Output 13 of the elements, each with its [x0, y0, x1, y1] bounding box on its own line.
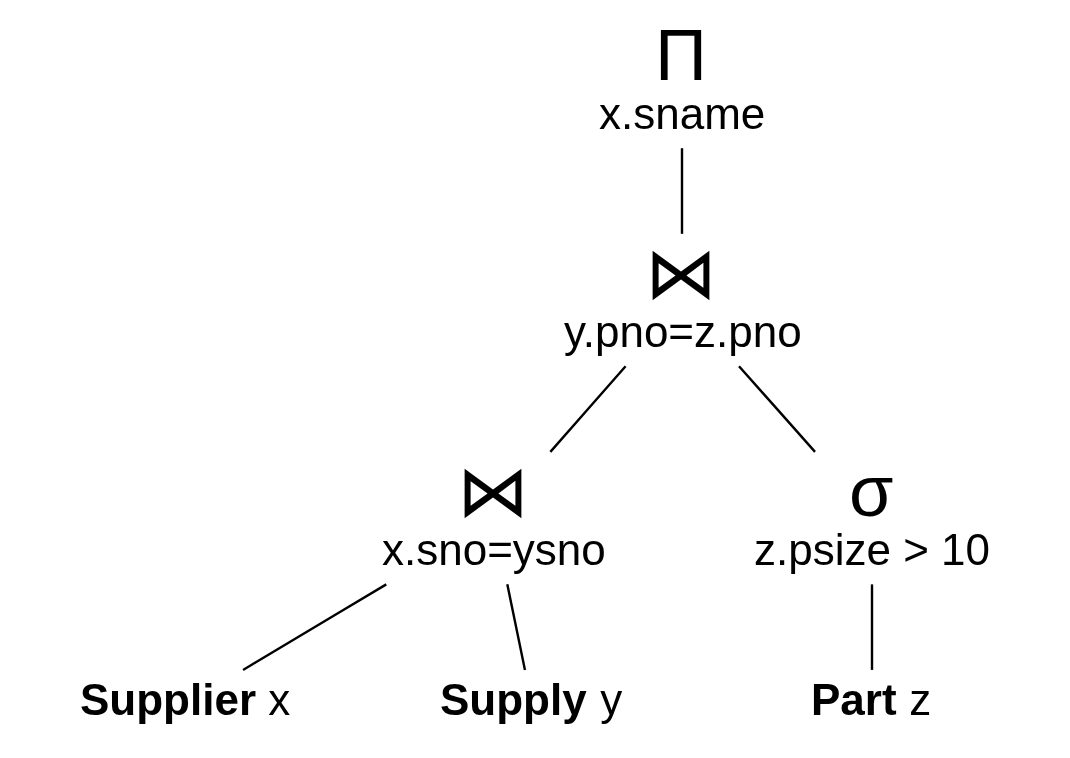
connector [242, 583, 387, 671]
node-text: ⋈ y.pno=z.pno [564, 232, 802, 357]
node-text: Supply y [440, 675, 623, 725]
connector [506, 584, 527, 671]
node-text: Part z [811, 675, 932, 725]
connector [738, 365, 816, 453]
node-text: Π x.sname [599, 14, 766, 139]
node-text: Supplier x [80, 675, 291, 725]
node-text: ⋈ x.sno=ysno [382, 450, 606, 575]
connector [549, 365, 627, 453]
connector [870, 584, 874, 670]
connector [680, 148, 684, 234]
node-text: σ z.psize > 10 [754, 450, 991, 575]
